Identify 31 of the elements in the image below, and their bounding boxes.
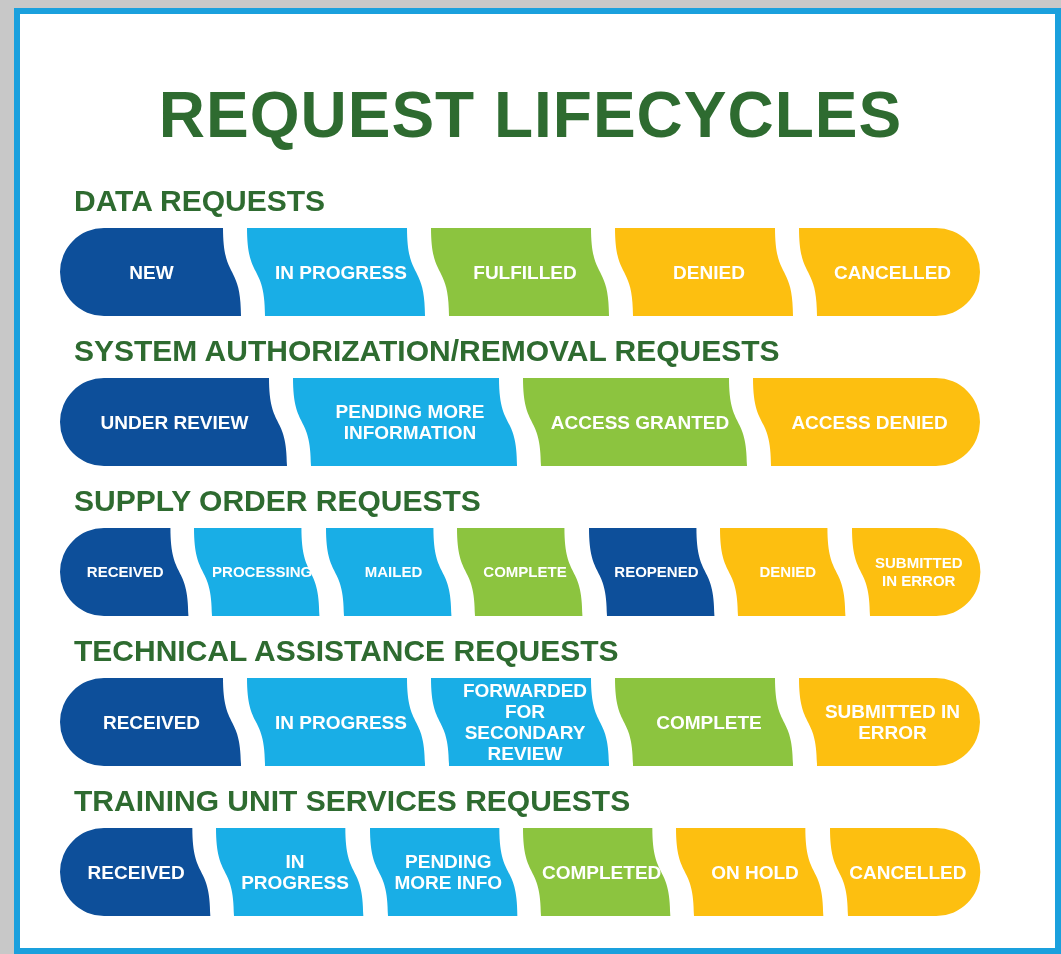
status-stage: NEW [60,228,241,316]
status-stage: FULFILLED [431,228,609,316]
status-stage: IN PROGRESS [216,828,364,916]
section-heading: TRAINING UNIT SERVICES REQUESTS [74,784,631,818]
status-stage: COMPLETE [615,678,793,766]
status-stage: PENDING MORE INFO [369,828,517,916]
section-heading: SUPPLY ORDER REQUESTS [74,484,481,518]
status-stage: DENIED [720,528,846,616]
status-stage: IN PROGRESS [247,228,425,316]
status-stage: ACCESS DENIED [753,378,980,466]
status-stage: REOPENED [588,528,715,616]
status-stage: RECEIVED [60,678,241,766]
status-stage: MAILED [325,528,452,616]
status-stage: COMPLETE [457,528,583,616]
status-stage: RECEIVED [60,528,189,616]
status-stage: UNDER REVIEW [60,378,287,466]
title: REQUEST LIFECYCLES [157,78,904,152]
section-heading: TECHNICAL ASSISTANCE REQUESTS [74,634,619,668]
status-stage: FORWARDED FOR SECONDARY REVIEW [431,678,609,766]
status-stage: ACCESS GRANTED [523,378,747,466]
status-stage: DENIED [615,228,793,316]
status-stage: ON HOLD [676,828,824,916]
section-heading: SYSTEM AUTHORIZATION/REMOVAL REQUESTS [74,334,780,368]
status-stage: COMPLETED [523,828,671,916]
status-stage: SUBMITTED IN ERROR [851,528,980,616]
status-stage: RECEIVED [60,828,211,916]
section-heading: DATA REQUESTS [74,184,326,218]
status-stage: CANCELLED [829,828,980,916]
status-stage: PROCESSING [194,528,320,616]
status-stage: IN PROGRESS [247,678,425,766]
status-stage: PENDING MORE INFORMATION [293,378,517,466]
